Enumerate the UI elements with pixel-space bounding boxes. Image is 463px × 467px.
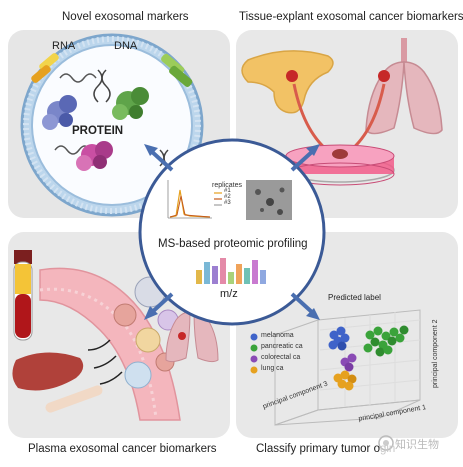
axis-label-pc2: principal component 2 (432, 319, 439, 389)
tumor-icon (378, 70, 390, 82)
panel-title-plasma: Plasma exosomal cancer biomarkers (28, 443, 217, 455)
replicate-label-2: #2 (224, 194, 231, 200)
mz-bar-chart (196, 258, 266, 284)
liver-icon (12, 352, 84, 391)
label-dna: DNA (114, 40, 138, 52)
watermark-text: 知识生物 (395, 439, 439, 451)
rna-strand-icon (59, 73, 97, 83)
protein-green-icon (112, 87, 149, 120)
em-micrograph (246, 180, 292, 220)
cluster-pancreatic (363, 325, 409, 357)
replicate-label-3: #3 (224, 200, 231, 206)
tumor-icon (286, 70, 298, 82)
blood-tube-icon (13, 250, 33, 341)
panel-title-classify-head: Classify primary tumor o (256, 443, 380, 455)
cluster-melanoma (328, 326, 350, 351)
replicate-label-1: #1 (224, 188, 231, 194)
panel-title-novel-markers: Novel exosomal markers (62, 11, 189, 23)
legend-colorectal: colorectal ca (261, 354, 301, 361)
center-arrows (144, 144, 320, 320)
legend-melanoma: melanoma (261, 332, 294, 339)
panel-title-classify-tail: gin (379, 443, 396, 455)
label-protein: PROTEIN (72, 125, 124, 137)
protein-pink-icon (76, 141, 113, 171)
legend-dot-lung (250, 366, 258, 374)
panel-title-classify: Classify primary tumor ogin (256, 443, 395, 455)
replicates-mini-chart (167, 180, 212, 219)
center-title: MS-based proteomic profiling (158, 238, 308, 250)
vessel-arrows (87, 339, 123, 385)
watermark-logo (378, 435, 394, 451)
mz-axis-label: m/z (220, 288, 238, 300)
label-rna: RNA (52, 40, 76, 52)
small-lung-icon (165, 311, 219, 363)
bone-icon (45, 385, 103, 413)
rna-strand-icon (54, 145, 90, 155)
panel-title-tissue-explant: Tissue-explant exosomal cancer biomarker… (239, 11, 463, 23)
cluster-colorectal (340, 353, 357, 372)
protein-blue-icon (42, 95, 77, 130)
legend-lung: lung ca (261, 365, 284, 372)
legend-pancreatic: pancreatic ca (261, 343, 303, 350)
cluster-lung (333, 370, 357, 391)
predicted-label-title: Predicted label (328, 293, 381, 302)
lung-illustration (365, 38, 443, 135)
legend-dot-colorectal (250, 355, 258, 363)
membrane-receptor-right (161, 53, 193, 87)
pca-3d-plot (274, 309, 421, 426)
membrane-receptor-left (31, 53, 59, 83)
legend-dot-melanoma (250, 333, 258, 341)
exosome-illustration (20, 33, 204, 217)
tumor-icon (178, 332, 186, 340)
legend-dot-pancreatic (250, 344, 258, 352)
replicates-heading: replicates (212, 182, 242, 189)
